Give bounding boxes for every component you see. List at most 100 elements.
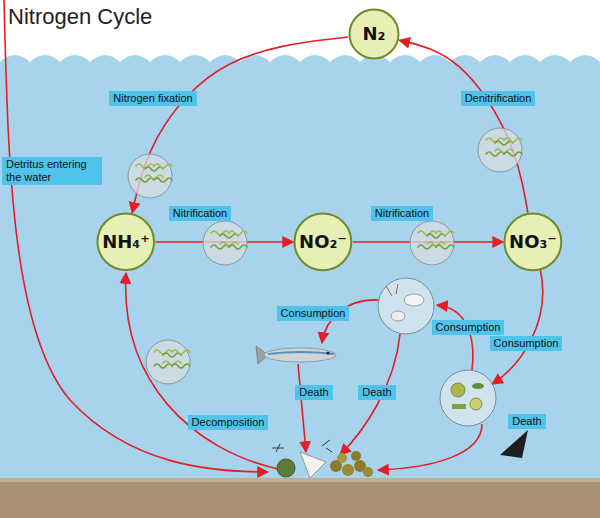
compound-circle: NO₂⁻ — [293, 212, 353, 272]
bacterium — [418, 231, 436, 235]
bacterium — [436, 231, 454, 235]
bacterium — [229, 231, 247, 235]
zooplankton-body — [404, 294, 424, 306]
compound-circle: N₂ — [348, 8, 400, 60]
leaf-debris — [277, 459, 295, 477]
bacteria-circle — [410, 221, 454, 265]
bacterium — [136, 164, 154, 168]
bacterium — [163, 353, 181, 357]
water-body — [0, 55, 600, 518]
circle-shape — [505, 214, 562, 271]
bacterium — [145, 167, 163, 171]
bacterium — [172, 364, 190, 368]
bacterium — [504, 152, 522, 156]
circle-shape — [98, 214, 155, 271]
process-label: Nitrification — [169, 206, 231, 221]
bacteria-circle — [146, 340, 190, 384]
consumption-arrow — [437, 305, 473, 370]
process-label: Death — [358, 385, 395, 400]
death-arrow — [340, 334, 400, 455]
sediment — [0, 478, 600, 518]
bacterium — [154, 164, 172, 168]
bacteria-group — [478, 128, 522, 172]
bacterium — [486, 138, 504, 142]
fish-body — [264, 348, 336, 362]
detritus-pile — [272, 430, 528, 478]
zooplankton — [378, 278, 434, 334]
bacteria-group — [203, 221, 247, 265]
compound-formula: N₂ — [363, 25, 386, 43]
fish-eye — [327, 352, 330, 355]
bacteria-circle — [203, 221, 247, 265]
bacterium — [504, 138, 522, 142]
fish-remains — [300, 452, 326, 478]
process-label: Consumption — [490, 336, 563, 351]
antenna — [386, 284, 398, 296]
compound-formula: NO₂⁻ — [299, 233, 347, 251]
death-arrow — [298, 364, 306, 452]
process-label: Consumption — [277, 306, 350, 321]
compound-formula: NO₃⁻ — [509, 233, 557, 251]
fish-stripe — [268, 352, 334, 354]
death-arrow — [378, 424, 482, 470]
bacterium — [163, 361, 181, 365]
bacterium — [427, 234, 445, 238]
bacterium — [427, 242, 445, 246]
process-label: Death — [508, 414, 545, 429]
alga-cell — [451, 383, 465, 397]
decomposition-arrow — [126, 273, 282, 470]
process-label: Detritus entering the water — [2, 157, 102, 185]
bacterium — [172, 350, 190, 354]
bacteria-circle — [128, 154, 172, 198]
bacterium — [211, 231, 229, 235]
bacterium — [495, 149, 513, 153]
sediment-edge — [0, 478, 600, 482]
bacterium — [220, 242, 238, 246]
bacterium — [154, 364, 172, 368]
bacteria-circle — [478, 128, 522, 172]
bacteria-group — [146, 340, 190, 384]
alga-cell — [470, 398, 482, 410]
flow-arrows — [4, 0, 543, 472]
bacteria-group — [410, 221, 454, 265]
bacterium — [495, 141, 513, 145]
alga-cell — [452, 404, 466, 409]
detritus-arrow — [4, 0, 268, 472]
process-label: Nitrification — [371, 206, 433, 221]
process-label: Denitrification — [461, 91, 536, 106]
bacterium — [211, 245, 229, 249]
zooplankton-body — [391, 311, 405, 321]
circle-shape — [350, 10, 399, 59]
process-label: Consumption — [432, 320, 505, 335]
process-label: Death — [295, 385, 332, 400]
bacterium — [145, 175, 163, 179]
process-label: Decomposition — [188, 415, 269, 430]
circle-shape — [295, 214, 352, 271]
debris-bits — [272, 440, 332, 452]
bacterium — [436, 245, 454, 249]
pellet — [342, 464, 354, 476]
phytoplankton — [440, 370, 496, 426]
bacterium — [220, 234, 238, 238]
process-label: Nitrogen fixation — [109, 91, 197, 106]
bacteria-group — [128, 154, 172, 198]
compound-circle: NH₄⁺ — [96, 212, 156, 272]
bacterium — [486, 152, 504, 156]
fish — [256, 346, 336, 364]
alga-cell — [472, 383, 484, 389]
pellet — [363, 467, 373, 477]
pellet — [351, 451, 361, 461]
pellet — [337, 453, 347, 463]
bacterium — [136, 178, 154, 182]
bacterium — [418, 245, 436, 249]
compound-formula: NH₄⁺ — [102, 233, 150, 251]
bacterium — [229, 245, 247, 249]
zooplankton-circle — [378, 278, 434, 334]
cycle-arrow — [399, 40, 528, 212]
compound-circle: NO₃⁻ — [503, 212, 563, 272]
bacterium — [154, 350, 172, 354]
diagram-title: Nitrogen Cycle — [8, 4, 152, 30]
bacterium — [154, 178, 172, 182]
